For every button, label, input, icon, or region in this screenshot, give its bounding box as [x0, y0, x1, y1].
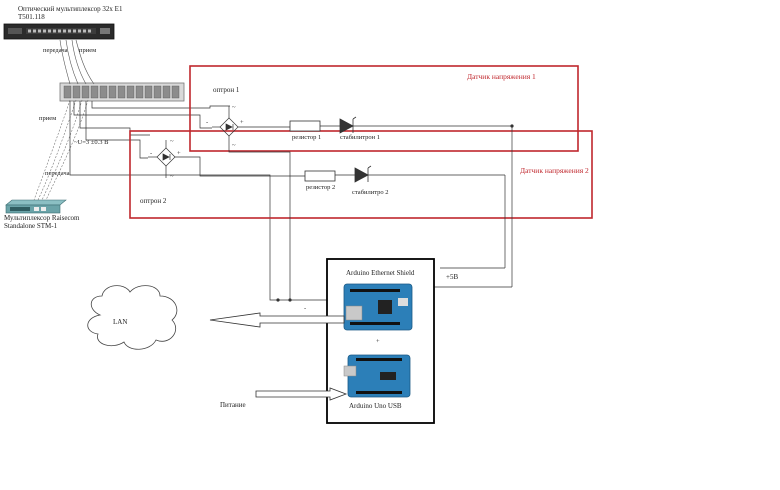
plus5v-label: +5В	[446, 273, 459, 281]
resistor-1	[289, 120, 321, 132]
label-tx-left: передача	[45, 170, 70, 177]
resistor-1-label: резистор 1	[292, 134, 322, 141]
resistor-2	[304, 170, 336, 182]
label-tx-top: передача	[43, 47, 68, 54]
optocoupler-1-label: оптрон 1	[213, 86, 240, 94]
sensor-2-title: Датчик напряжения 2	[520, 166, 589, 175]
mux-top-title: Оптический мультиплексор 32x E1	[18, 5, 123, 13]
label-rx-left: прием	[39, 115, 57, 122]
sensor-2-frame	[129, 130, 593, 219]
mux-bottom-title: Мультиплексор Raisecom	[4, 214, 80, 222]
uno-label: Arduino Uno USB	[349, 402, 402, 410]
bridge2-pin-ac-bottom: ~	[170, 173, 174, 180]
lan-cloud	[87, 285, 178, 350]
mux-top-model: T501.118	[18, 13, 45, 21]
zener-2-label: стабилитро 2	[352, 189, 389, 196]
bridge1-pin-minus: -	[206, 119, 209, 126]
lan-arrow	[209, 312, 345, 328]
shield-label: Arduino Ethernet Shield	[346, 269, 415, 277]
optocoupler-1-bridge	[212, 106, 290, 146]
power-label: Питание	[220, 401, 246, 409]
minus-mark: -	[304, 305, 307, 312]
zener-2	[354, 165, 505, 183]
node-ground-2	[288, 298, 292, 302]
node-ground-1	[276, 298, 280, 302]
sensor-wires	[69, 101, 278, 301]
lan-label: LAN	[113, 318, 128, 326]
mux-bottom-model: Standalone STM-1	[4, 222, 58, 230]
zener-1-label: стабилитрон 1	[340, 134, 380, 141]
label-rx-top: прием	[79, 47, 97, 54]
zener-1	[339, 116, 512, 134]
fiber-cables-bottom	[33, 99, 89, 201]
plus-mark: +	[376, 338, 380, 345]
bridge2-pin-minus: -	[150, 150, 153, 157]
sensor-1-title: Датчик напряжения 1	[467, 72, 536, 81]
mux-t501-device	[3, 23, 115, 40]
bridge1-pin-plus: +	[240, 119, 244, 126]
optocoupler-2-label: оптрон 2	[140, 197, 167, 205]
bridge2-pin-plus: +	[177, 150, 181, 157]
bridge2-pin-ac-top: ~	[170, 138, 174, 145]
optocoupler-2-bridge	[148, 140, 305, 178]
sensor-1-frame	[189, 65, 579, 152]
bridge1-pin-ac-top: ~	[232, 104, 236, 111]
mux-raisecom-device	[5, 199, 67, 214]
label-voltage: ~U=3 ±0.3 В	[74, 139, 109, 146]
fiber-cables-top	[59, 39, 95, 85]
power-arrow	[255, 387, 348, 401]
patch-panel	[59, 82, 185, 102]
ethernet-shield-board	[343, 283, 413, 331]
resistor-2-label: резистор 2	[306, 184, 336, 191]
wire-sensor1-return	[228, 146, 291, 300]
bridge1-pin-ac-bottom: ~	[232, 142, 236, 149]
arduino-uno-board	[343, 354, 411, 398]
